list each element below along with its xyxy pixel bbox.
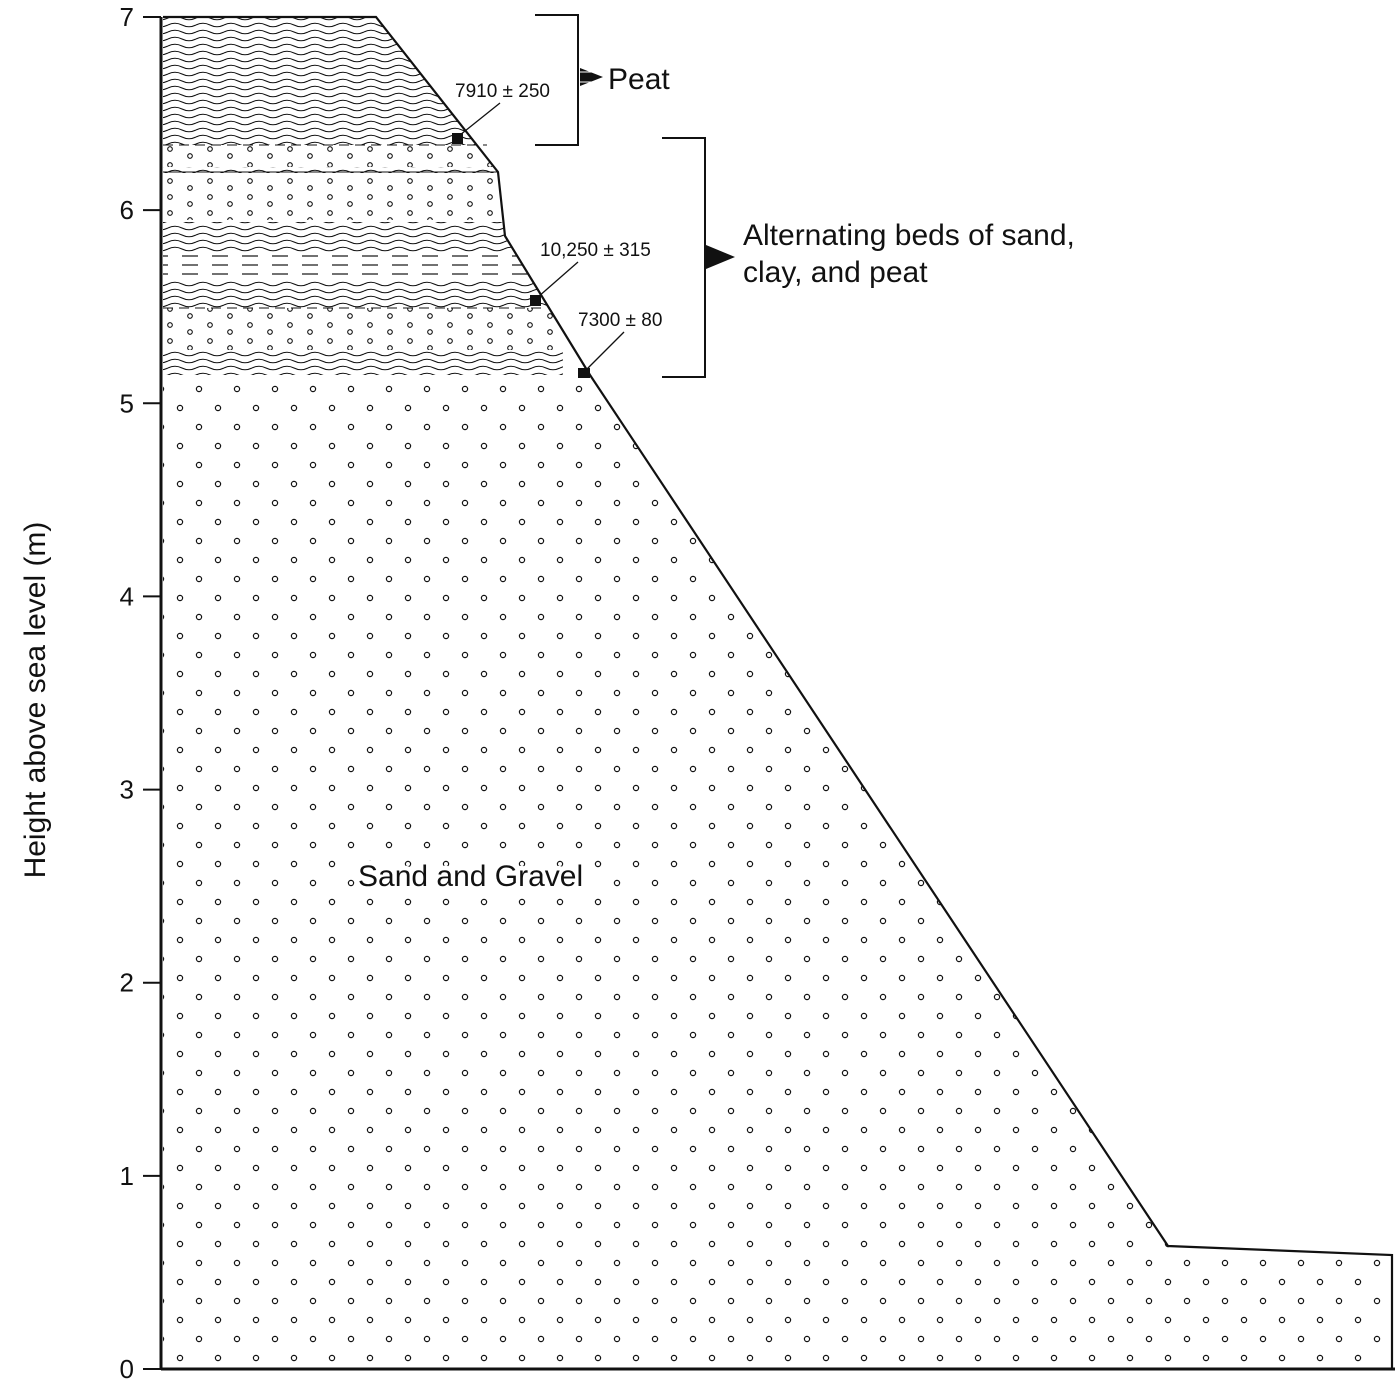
sample-marker bbox=[578, 368, 590, 378]
tick-label: 5 bbox=[120, 388, 134, 418]
sample-3: 7300 ± 80 bbox=[578, 310, 662, 378]
height-axis: 0 1 2 3 4 5 6 7 bbox=[120, 2, 1395, 1384]
peat-bed-2 bbox=[163, 222, 563, 252]
tick-label: 4 bbox=[120, 581, 134, 611]
leader-line bbox=[586, 331, 625, 370]
clay-bed bbox=[163, 252, 563, 280]
alternating-beds-label-line1: Alternating beds of sand, bbox=[743, 219, 1075, 252]
date-label: 10,250 ± 315 bbox=[540, 240, 651, 261]
axis-ticks: 0 1 2 3 4 5 6 7 bbox=[120, 2, 161, 1384]
alternating-beds-bracket bbox=[662, 137, 735, 378]
upper-beds bbox=[163, 17, 563, 375]
tick-label: 7 bbox=[120, 2, 134, 32]
sample-2: 10,250 ± 315 bbox=[530, 240, 651, 306]
bed-boundaries bbox=[163, 144, 545, 309]
sample-1: 7910 ± 250 bbox=[452, 81, 550, 144]
peat-label: Peat bbox=[608, 63, 670, 96]
sample-marker bbox=[452, 133, 463, 144]
date-label: 7300 ± 80 bbox=[578, 310, 662, 331]
tick-label: 0 bbox=[120, 1354, 134, 1384]
peat-bed-3 bbox=[163, 280, 563, 308]
date-label: 7910 ± 250 bbox=[455, 81, 550, 102]
pointer-arrow-icon bbox=[580, 68, 603, 86]
section-outline bbox=[163, 15, 1394, 1368]
tick-label: 6 bbox=[120, 195, 134, 225]
sand-gravel-label: Sand and Gravel bbox=[358, 860, 583, 893]
sand-gravel-label-halo: Sand and Gravel bbox=[358, 860, 583, 893]
axis-title: Height above sea level (m) bbox=[19, 522, 52, 879]
alternating-beds-label-line2: clay, and peat bbox=[743, 256, 928, 289]
sand-bed-3 bbox=[163, 308, 563, 350]
sand-bed-2 bbox=[163, 178, 563, 220]
pointer-arrow-icon bbox=[706, 245, 735, 269]
tick-label: 3 bbox=[120, 775, 134, 805]
sample-marker bbox=[530, 295, 541, 306]
sand-bed-1 bbox=[163, 145, 563, 167]
leader-line bbox=[537, 261, 579, 298]
tick-label: 2 bbox=[120, 968, 134, 998]
sand-gravel-layer bbox=[163, 375, 1392, 1368]
peat-bed-4 bbox=[163, 350, 563, 375]
tick-label: 1 bbox=[120, 1161, 134, 1191]
peat-bed-thin bbox=[163, 167, 563, 173]
leader-line bbox=[459, 102, 501, 136]
peat-bracket bbox=[535, 14, 603, 146]
